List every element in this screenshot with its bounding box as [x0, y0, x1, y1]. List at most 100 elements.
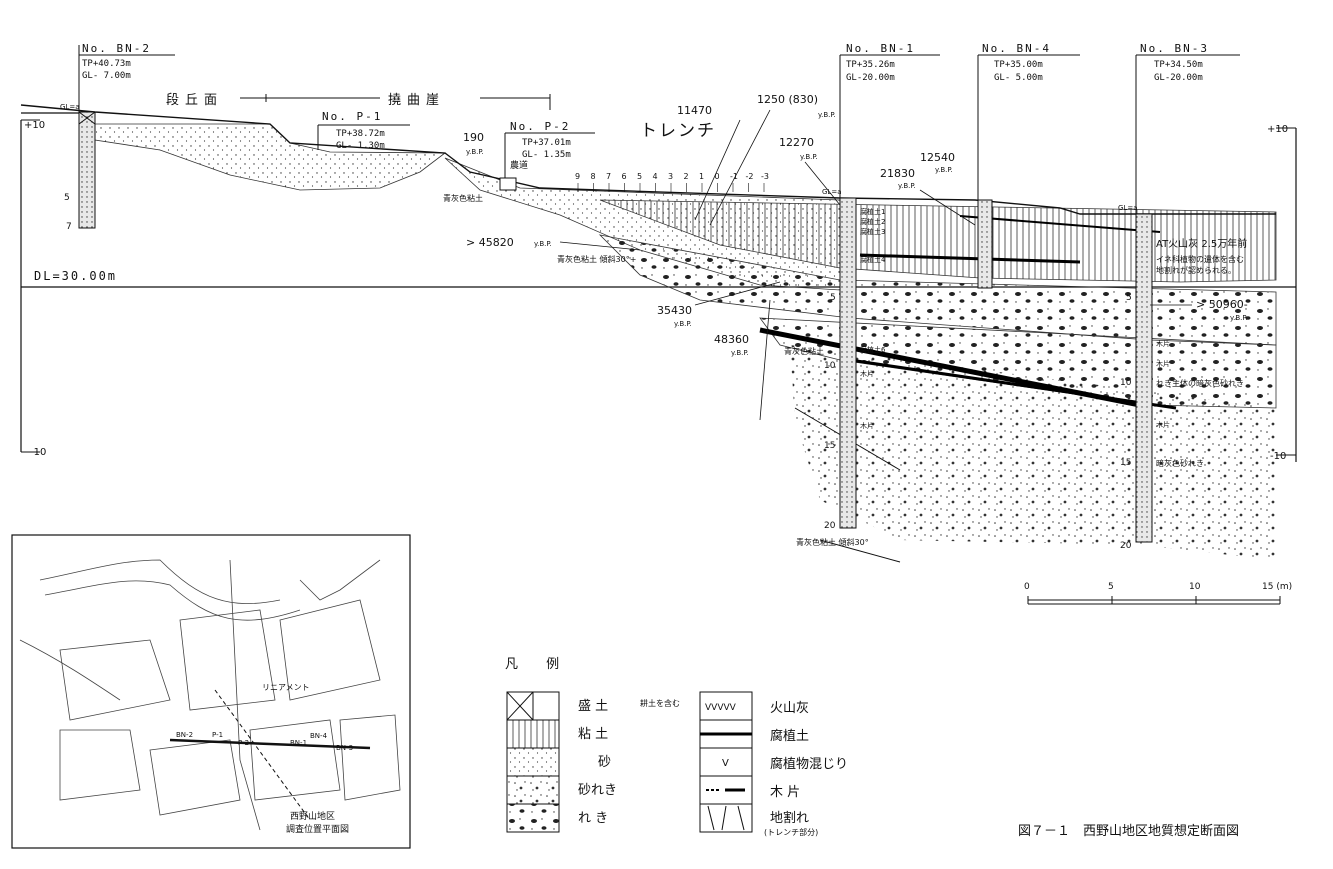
- legend-gravel-label: れ き: [578, 811, 608, 826]
- note-blue-gray-clay: 青灰色粘土: [443, 193, 483, 203]
- note-blue-gray-clay-tilt: 青灰色粘土 傾斜30°: [796, 537, 869, 547]
- bn3-depth-10: 10: [1120, 378, 1132, 388]
- note-wood-2: 木片: [860, 421, 874, 430]
- note-humus-6: 腐植土6: [860, 345, 886, 354]
- trench-station-label: -1: [730, 172, 738, 181]
- bn4-tp: TP+35.00m: [994, 60, 1043, 70]
- trench-station-label: 3: [668, 172, 673, 181]
- bn1-depth-15: 15: [824, 441, 835, 451]
- legend: 凡 例 盛 土 耕土を含む 粘 土 砂 砂れき れ き: [505, 657, 848, 837]
- trench-station-label: 0: [715, 172, 720, 181]
- left-tick-bottom: -10: [30, 447, 46, 458]
- legend-clay-label: 粘 土: [578, 727, 608, 742]
- legend-ash-label: 火山灰: [770, 701, 809, 716]
- inset-title-1: 西野山地区: [290, 810, 335, 822]
- inset-label-bn3: BN-3: [336, 744, 353, 752]
- borehole-bn4: No. BN-4 TP+35.00m GL- 5.00m: [977, 42, 1080, 289]
- age-11470: 11470: [677, 104, 712, 117]
- legend-fill-note: 耕土を含む: [640, 698, 680, 708]
- legend-fill-icon: [506, 691, 560, 721]
- trench-station-label: 8: [591, 172, 596, 181]
- inset-lineament: リニアメント: [262, 683, 310, 692]
- legend-fill-label: 盛 土: [578, 699, 608, 714]
- bn1-depth-5: 5: [830, 293, 836, 303]
- inset-label-p1: P-1: [212, 731, 223, 739]
- inset-title-2: 調査位置平面図: [286, 823, 349, 835]
- note-humus-4: 腐植土4: [860, 255, 886, 264]
- left-tick-top: +10: [24, 120, 45, 131]
- bn2-depth-7: 7: [66, 222, 72, 232]
- bn1-depth-20: 20: [824, 521, 836, 531]
- note-humus-3: 腐植土3: [860, 227, 885, 236]
- fault-line-3: [759, 299, 771, 421]
- legend-humus-mixed-symbol: V: [722, 758, 729, 769]
- age-48360: 48360: [714, 333, 749, 346]
- legend-right-column: VVVVV V 火山灰 腐植土 腐植物混じり 木 片 地割れ (トレンチ部分): [699, 691, 848, 837]
- borehole-p1: No. P-1 TP+38.72m GL- 1.30m: [317, 110, 410, 151]
- stratum-annotations: 青灰色粘土 青灰色粘土 傾斜30°+ 青灰色粘土 傾斜30° 青灰色粘土 腐植土…: [443, 193, 1247, 547]
- bn2-gl-mark: GL=a: [60, 103, 79, 111]
- age-50960-unit: y.B.P.: [1230, 314, 1248, 322]
- scale-label-0: 0: [1024, 582, 1030, 592]
- scale-label-10: 10: [1189, 582, 1201, 592]
- legend-humus-mixed-label: 腐植物混じり: [770, 757, 848, 772]
- bn2-tp: TP+40.73m: [82, 59, 131, 69]
- trench-station-label: 9: [575, 172, 580, 181]
- bn4-gl: GL- 5.00m: [994, 73, 1043, 83]
- bn3-tp: TP+34.50m: [1154, 60, 1203, 70]
- terrace-surface-label: 段丘面: [166, 93, 223, 108]
- datum-label: DL=30.00m: [34, 269, 117, 283]
- right-tick-bottom: -10: [1270, 451, 1286, 462]
- borehole-bn3: No. BN-3 TP+34.50m GL-20.00m GL=a 5 10 1…: [1118, 42, 1240, 551]
- legend-crack-symbol: [707, 805, 745, 831]
- note-wood-4: 木片: [1156, 359, 1170, 368]
- legend-crack-label: 地割れ: [770, 810, 809, 826]
- sandy-gravel-deep: [790, 345, 1276, 560]
- bn3-gl-mark: GL=a: [1118, 204, 1137, 212]
- note-blue-gray-clay-tilt-plus: 青灰色粘土 傾斜30°+: [557, 254, 636, 264]
- right-tick-top: +10: [1267, 124, 1288, 135]
- age-48360-unit: y.B.P.: [731, 349, 749, 357]
- borehole-p2: No. P-2 TP+37.01m GL- 1.35m: [499, 120, 595, 191]
- note-at-ash: AT火山灰 2.5万年前: [1156, 237, 1247, 250]
- p1-name: No. P-1: [322, 110, 382, 123]
- age-45820-unit: y.B.P.: [534, 240, 552, 248]
- legend-sandy-gravel-icon: [506, 775, 560, 805]
- humus-band-3: [859, 253, 1081, 264]
- bn3-gl: GL-20.00m: [1154, 73, 1203, 83]
- note-grass-1: イネ科植物の遺体を含む: [1156, 254, 1244, 264]
- humus-band-2: [849, 358, 1177, 410]
- trench-station-label: 2: [684, 172, 689, 181]
- borehole-bn1: No. BN-1 TP+35.26m GL-20.00m GL=a 5 10 1…: [822, 42, 940, 531]
- p1-gl: GL- 1.30m: [336, 141, 385, 151]
- age-21830-unit: y.B.P.: [898, 182, 916, 190]
- p2-name: No. P-2: [510, 120, 570, 133]
- p2-tp: TP+37.01m: [522, 138, 571, 148]
- legend-clay-icon: [506, 719, 560, 749]
- note-humus-2: 腐植土2: [860, 217, 885, 226]
- bn1-depth-10: 10: [824, 361, 836, 371]
- age-12270-unit: y.B.P.: [800, 153, 818, 161]
- note-blue-gray-clay-mid: 青灰色粘土: [784, 346, 824, 356]
- legend-wood-label: 木 片: [770, 785, 800, 800]
- scale-bar: 0 5 10 15 (m): [1024, 582, 1292, 605]
- inset-label-bn2: BN-2: [176, 731, 193, 739]
- age-1250: 1250 (830): [757, 93, 818, 106]
- inset-label-bn4: BN-4: [310, 732, 328, 740]
- bn3-name: No. BN-3: [1140, 42, 1209, 55]
- humus-band-4: [959, 215, 1161, 233]
- legend-sand-label: 砂: [598, 755, 611, 770]
- bn3-depth-15: 15: [1120, 458, 1131, 468]
- bn3-depth-20: 20: [1120, 541, 1132, 551]
- bn2-depth-5: 5: [64, 193, 70, 203]
- trench-station-label: 5: [637, 172, 642, 181]
- bn4-name: No. BN-4: [982, 42, 1051, 55]
- legend-gravel-icon: [506, 803, 560, 833]
- strata: [94, 123, 1277, 563]
- bn1-gl: GL-20.00m: [846, 73, 895, 83]
- age-12270: 12270: [779, 136, 814, 149]
- inset-label-p2: P-2: [238, 739, 249, 747]
- fault-line-2: [819, 539, 901, 563]
